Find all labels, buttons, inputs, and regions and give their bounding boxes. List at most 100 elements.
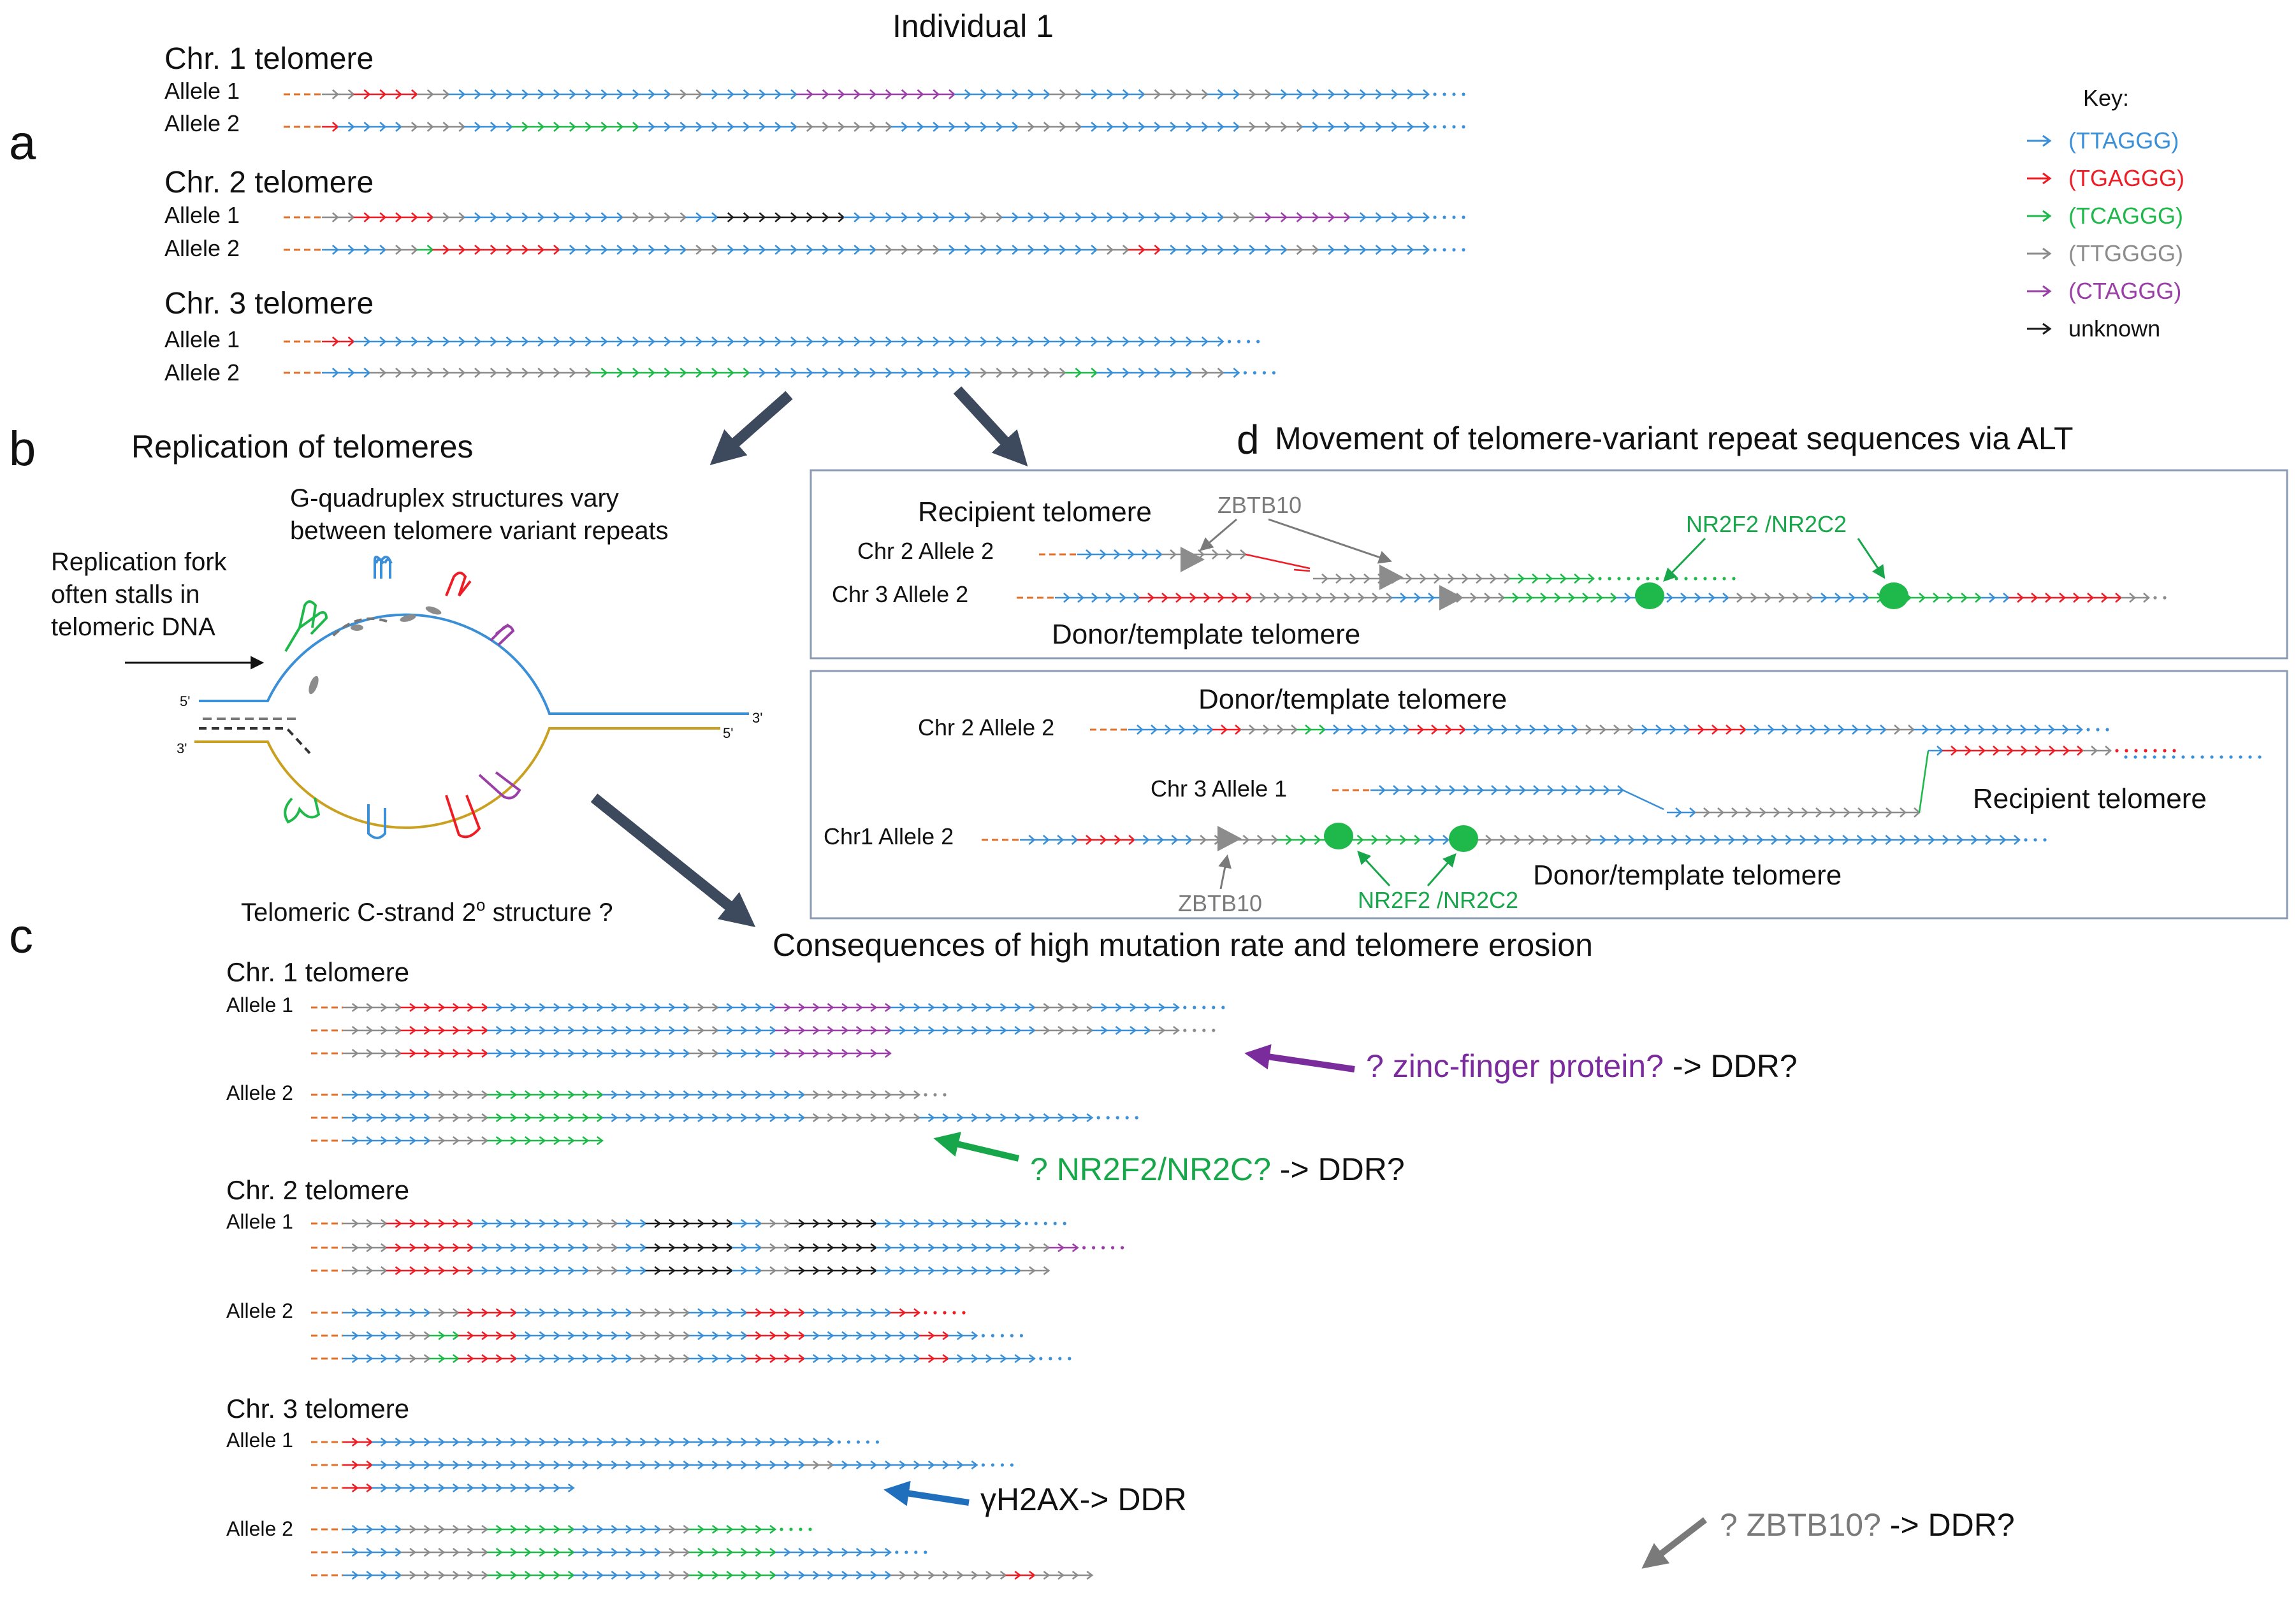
big-arrow-to-c	[590, 793, 756, 928]
continuation-dot	[1115, 1116, 1119, 1120]
zbtb10-triangle	[1217, 826, 1242, 851]
continuation-dot	[933, 1311, 937, 1315]
continuation-dot	[1442, 92, 1446, 96]
continuation-dot	[2105, 728, 2109, 732]
a-track-chr3-allele1	[284, 336, 1260, 347]
big-arrow-to-b	[709, 391, 793, 466]
continuation-dot	[2258, 755, 2262, 759]
legend-swatch-head	[2042, 322, 2052, 335]
chr1-title-c: Chr. 1 telomere	[226, 957, 409, 987]
continuation-dot	[1228, 340, 1232, 343]
legend-label: (TTGGGG)	[2068, 240, 2183, 266]
a-track-chr2-allele2	[284, 245, 1465, 255]
repeat-arrowhead	[913, 1308, 921, 1318]
a-track-chr1-allele2	[284, 122, 1465, 132]
zinc-finger-annotation-rest: -> DDR?	[1664, 1048, 1798, 1084]
legend-swatch-head	[2042, 172, 2052, 185]
continuation-dot	[924, 1550, 927, 1554]
panel-a: Individual 1 Chr. 1 telomere Allele 1 Al…	[164, 8, 2184, 386]
continuation-dot	[924, 1093, 927, 1097]
chr3-allele2-label-a: Allele 2	[164, 359, 240, 386]
d1-track-chr3	[1017, 593, 2167, 603]
continuation-dot	[1247, 340, 1251, 343]
d1-donor-label: Donor/template telomere	[1052, 619, 1360, 650]
chr1-allele1-label-c: Allele 1	[226, 993, 293, 1016]
continuation-dot	[1433, 215, 1437, 219]
continuation-dot	[1243, 371, 1247, 375]
continuation-dot	[1106, 1116, 1110, 1120]
continuation-dot	[981, 1334, 985, 1338]
d2-row2-label: Chr 3 Allele 1	[1151, 776, 1287, 802]
continuation-dot	[1722, 577, 1726, 581]
continuation-dot	[2033, 838, 2037, 842]
d1-zbtb10-pointer	[1268, 518, 1392, 564]
repeat-arrowhead	[1423, 89, 1430, 99]
d1-row2-label: Chr 3 Allele 2	[832, 581, 968, 607]
continuation-dot	[1000, 1334, 1004, 1338]
continuation-dot	[1636, 577, 1640, 581]
d2-nr2f2-pointer	[1357, 850, 1391, 887]
continuation-dot	[1221, 1006, 1225, 1009]
chr2-allele1-label-c: Allele 1	[226, 1210, 293, 1233]
continuation-dot	[2134, 749, 2138, 753]
d1-zbtb10-pointer	[1199, 518, 1237, 551]
d2-track-chr1	[982, 835, 2047, 845]
continuation-dot	[1202, 1006, 1206, 1009]
d2-recipient-label: Recipient telomere	[1973, 783, 2207, 814]
d2-zbtb10-label: ZBTB10	[1178, 890, 1262, 916]
chr2-allele2-label-c: Allele 2	[226, 1299, 293, 1322]
continuation-dot	[1039, 1357, 1043, 1360]
repeat-arrowhead	[1029, 1353, 1036, 1364]
chr3-allele2-label-c: Allele 2	[226, 1517, 293, 1540]
continuation-dot	[856, 1440, 860, 1444]
repeat-arrowhead	[1423, 122, 1430, 132]
a-track-chr2-allele1	[284, 212, 1465, 222]
a-track-chr1-allele1	[284, 89, 1465, 99]
repeat-arrowhead	[2143, 593, 2150, 603]
continuation-dot	[2125, 749, 2128, 753]
continuation-dot	[2115, 749, 2119, 753]
nr2f2-binding-site	[1879, 582, 1908, 609]
chr1-allele1-label-a: Allele 1	[164, 78, 240, 104]
nr2f2-annotation-colored: ? NR2F2/NR2C?	[1030, 1151, 1271, 1187]
panel-label-c: c	[9, 909, 33, 963]
fork-text-3: telomeric DNA	[51, 613, 215, 641]
zbtb10-c-arrow	[1641, 1517, 1708, 1569]
repeat-arrowhead	[885, 1048, 892, 1058]
repeat-arrowhead	[971, 1460, 978, 1470]
repeat-arrowhead	[913, 1090, 921, 1100]
d1-zbtb10-markers	[1181, 547, 1464, 610]
zbtb10-triangle	[1181, 547, 1205, 572]
continuation-dot	[1598, 577, 1602, 581]
continuation-dot	[799, 1527, 803, 1531]
continuation-dot	[1675, 577, 1678, 581]
continuation-dot	[1237, 340, 1241, 343]
repeat-arrowhead	[1217, 336, 1224, 347]
continuation-dot	[1101, 1246, 1105, 1250]
continuation-dot	[1034, 1222, 1038, 1225]
panel-d-box-1	[810, 469, 2288, 660]
continuation-dot	[914, 1550, 918, 1554]
zbtb10-annotation-rest: -> DDR?	[1881, 1507, 2015, 1543]
stalled-fork-blobs	[309, 606, 442, 695]
nr2f2-binding-site	[1635, 582, 1664, 609]
continuation-dot	[2172, 755, 2176, 759]
continuation-dot	[2163, 596, 2167, 600]
zinc-finger-annotation-colored: ? zinc-finger protein?	[1366, 1048, 1664, 1084]
panel-a-title: Individual 1	[892, 8, 1054, 44]
continuation-dot	[1193, 1006, 1196, 1009]
chr2-allele1-label-a: Allele 1	[164, 202, 240, 228]
continuation-dot	[1202, 1028, 1206, 1032]
continuation-dot	[1433, 125, 1437, 129]
continuation-dot	[2153, 749, 2157, 753]
cstrand-text-end: structure ?	[485, 898, 613, 927]
continuation-dot	[1262, 371, 1266, 375]
continuation-dot	[2124, 755, 2128, 759]
continuation-dot	[837, 1440, 841, 1444]
d2-nr2f2-label: NR2F2 /NR2C2	[1358, 887, 1518, 913]
chr1-title-a: Chr. 1 telomere	[164, 42, 374, 76]
continuation-dot	[2239, 755, 2242, 759]
continuation-dot	[1000, 1463, 1004, 1467]
strand-switch-path	[1918, 750, 1929, 813]
